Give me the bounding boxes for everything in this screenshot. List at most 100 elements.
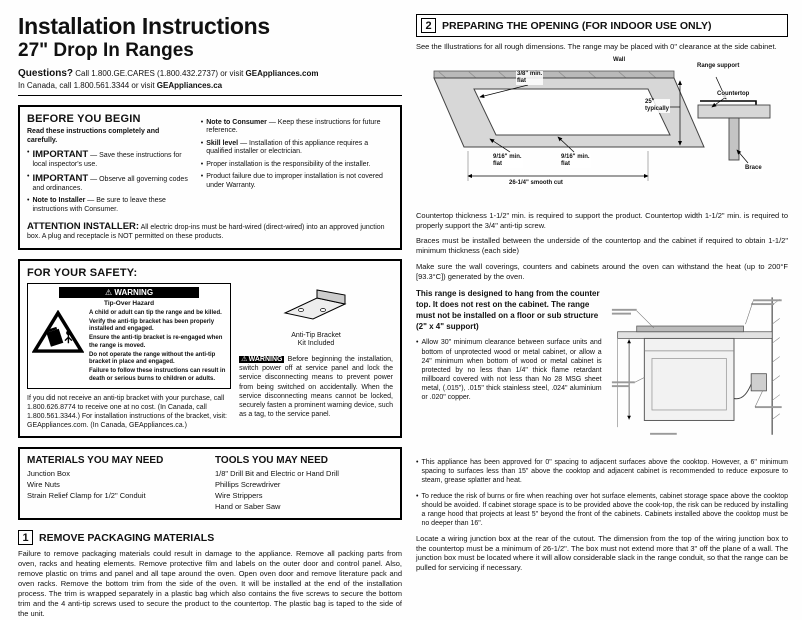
bullet-text: To reduce the risk of burns or fire when… [421,492,788,527]
page-subtitle: 27" Drop In Ranges [18,40,194,62]
warning-statement: Failure to follow these instructions can… [89,368,226,382]
canada-website: GEAppliances.ca [156,81,223,91]
item-rest: — Observe all governing codes and ordina… [32,176,188,193]
warning-word: WARNING [114,287,154,297]
list-item-text: Note to Installer — Be sure to leave the… [32,197,190,215]
attention-installer-text: All electric drop-ins must be hard-wired… [27,223,385,240]
braces-paragraph: Braces must be installed between the und… [416,236,788,255]
list-item-text: Product failure due to improper installa… [206,173,393,191]
safety-right-column: Anti-Tip Bracket Kit Included WARNING Be… [239,283,393,430]
opening-diagram: Wall Range support 3/8" min. flat 25" ty… [416,55,788,205]
before-you-begin-title: BEFORE YOU BEGIN [27,113,141,126]
item-lead: Note to Consumer [206,118,267,126]
materials-list: Junction Box Wire Nuts Strain Relief Cla… [27,469,205,502]
list-item-text: Note to Consumer — Keep these instructio… [206,119,393,137]
hazard-title: Tip-Over Hazard [103,299,155,307]
range-hood-bullet: To reduce the risk of burns or fire when… [416,492,788,528]
power-off-warning: WARNING Before beginning the installatio… [239,355,393,419]
for-your-safety-title: FOR YOUR SAFETY: [27,266,138,279]
junction-box-paragraph: Locate a wiring junction box at the rear… [416,533,788,573]
list-item-text: Proper installation is the responsibilit… [206,161,393,170]
dim-label-range-support: Range support [696,62,741,70]
attention-installer-note: ATTENTION INSTALLER: All electric drop-i… [27,221,393,242]
material-item: Strain Relief Clamp for 1/2" Conduit [27,490,146,500]
item-rest: — Be sure to leave these instructions wi… [32,197,166,214]
bullet-text: This appliance has been approved for 0" … [421,459,788,485]
dim-label-38-min-flat: 3/8" min. flat [516,70,544,85]
list-item: Proper installation is the responsibilit… [201,161,393,170]
tool-item: 1/8" Drill Bit and Electric or Hand Dril… [215,468,339,478]
no-bracket-text: If you did not receive an anti-tip brack… [27,394,227,429]
material-item: Junction Box [27,468,70,478]
material-item: Wire Nuts [27,479,60,489]
questions-website: GEAppliances.com [245,69,319,79]
right-column: 2 PREPARING THE OPENING (FOR INDOOR USE … [416,14,788,619]
item-rest: — Installation of this appliance require… [206,139,369,156]
item-rest: — Keep these instructions for future ref… [206,118,381,135]
dim-label-countertop: Countertop [716,90,751,98]
list-item: Product failure due to improper installa… [201,173,393,191]
warning-statement: Do not operate the range without the ant… [89,351,216,366]
tools-list: 1/8" Drill Bit and Electric or Hand Dril… [215,469,393,513]
hang-diagram [611,297,782,436]
list-item: IMPORTANT — Observe all governing codes … [27,173,191,194]
dim-label-916-min-flat-mid: 9/16" min. flat [560,153,591,168]
clearance-bullet: Allow 30" minimum clearance between surf… [416,338,602,402]
hang-note-row: This range is designed to hang from the … [416,289,788,452]
questions-line: Questions? Call 1.800.GE.CARES (1.800.43… [18,68,402,79]
canada-text: In Canada, call 1.800.561.3344 or visit [18,81,157,91]
warning-triangle-icon [241,356,249,363]
item-lead: IMPORTANT [32,149,89,161]
safety-columns: WARNING Tip-Over Hazard [27,282,393,430]
heat-paragraph: Make sure the wall coverings, counters a… [416,261,788,281]
step-2-title: PREPARING THE OPENING (FOR INDOOR USE ON… [442,19,712,32]
list-item: IMPORTANT — Save these instructions for … [27,149,191,170]
list-item: Skill level — Installation of this appli… [201,140,393,158]
before-you-begin-section: BEFORE YOU BEGIN Read these instructions… [18,105,402,250]
materials-tools-columns: MATERIALS YOU MAY NEED Junction Box Wire… [27,455,393,513]
dim-label-wall: Wall [612,56,627,64]
materials-column: MATERIALS YOU MAY NEED Junction Box Wire… [27,455,205,513]
warning-inline-label: WARNING [239,356,285,364]
dim-label-25-typically: 25" typically [644,98,671,113]
attention-installer-label: ATTENTION INSTALLER: [27,220,140,232]
tool-item: Phillips Screwdriver [215,479,281,489]
warning-statement: A child or adult can tip the range and b… [89,309,222,316]
item-lead: Skill level [206,139,239,147]
step-1-number: 1 [18,530,33,546]
hang-note: This range is designed to hang from the … [416,289,600,331]
tip-over-warning-box: WARNING Tip-Over Hazard [27,282,232,389]
list-item: Note to Installer — Be sure to leave the… [27,197,191,215]
opening-diagram-drawing [433,70,771,181]
canada-line: In Canada, call 1.800.561.3344 or visit … [18,81,402,97]
tools-title: TOOLS YOU MAY NEED [215,454,328,466]
dim-label-916-min-flat-left: 9/16" min. flat [492,153,523,168]
step-1-body: Failure to remove packaging materials co… [18,549,402,618]
power-off-warning-text: Before beginning the installation, switc… [239,356,393,418]
bracket-caption-line: Anti-Tip Bracket [291,331,341,339]
hang-note-column: This range is designed to hang from the … [416,289,602,452]
questions-label: Questions? [18,68,74,80]
dim-label-brace: Brace [744,164,763,172]
spacing-bullet: This appliance has been approved for 0" … [416,458,788,485]
safety-left-column: WARNING Tip-Over Hazard [27,282,232,430]
tip-over-hazard-icon [32,309,84,353]
before-you-begin-intro: Read these instructions completely and c… [27,128,160,144]
bracket-caption-line: Kit Included [297,339,335,347]
materials-title: MATERIALS YOU MAY NEED [27,454,164,466]
left-column: Installation Instructions 27" Drop In Ra… [18,14,402,619]
step-2-intro: See the Illustrations for all rough dime… [416,42,777,51]
hang-diagram-column [610,289,788,452]
item-lead: IMPORTANT [32,173,89,185]
warning-word: WARNING [248,356,283,364]
warning-statement: Ensure the anti-tip bracket is re-engage… [89,335,223,349]
materials-tools-section: MATERIALS YOU MAY NEED Junction Box Wire… [18,446,402,521]
before-you-begin-left: BEFORE YOU BEGIN Read these instructions… [27,113,191,215]
step-2-number: 2 [421,18,436,33]
warning-body: A child or adult can tip the range and b… [32,309,226,385]
item-lead: Note to Installer [32,197,86,205]
bullet-text: Allow 30" minimum clearance between surf… [421,339,602,401]
list-item-text: IMPORTANT — Observe all governing codes … [32,173,190,194]
